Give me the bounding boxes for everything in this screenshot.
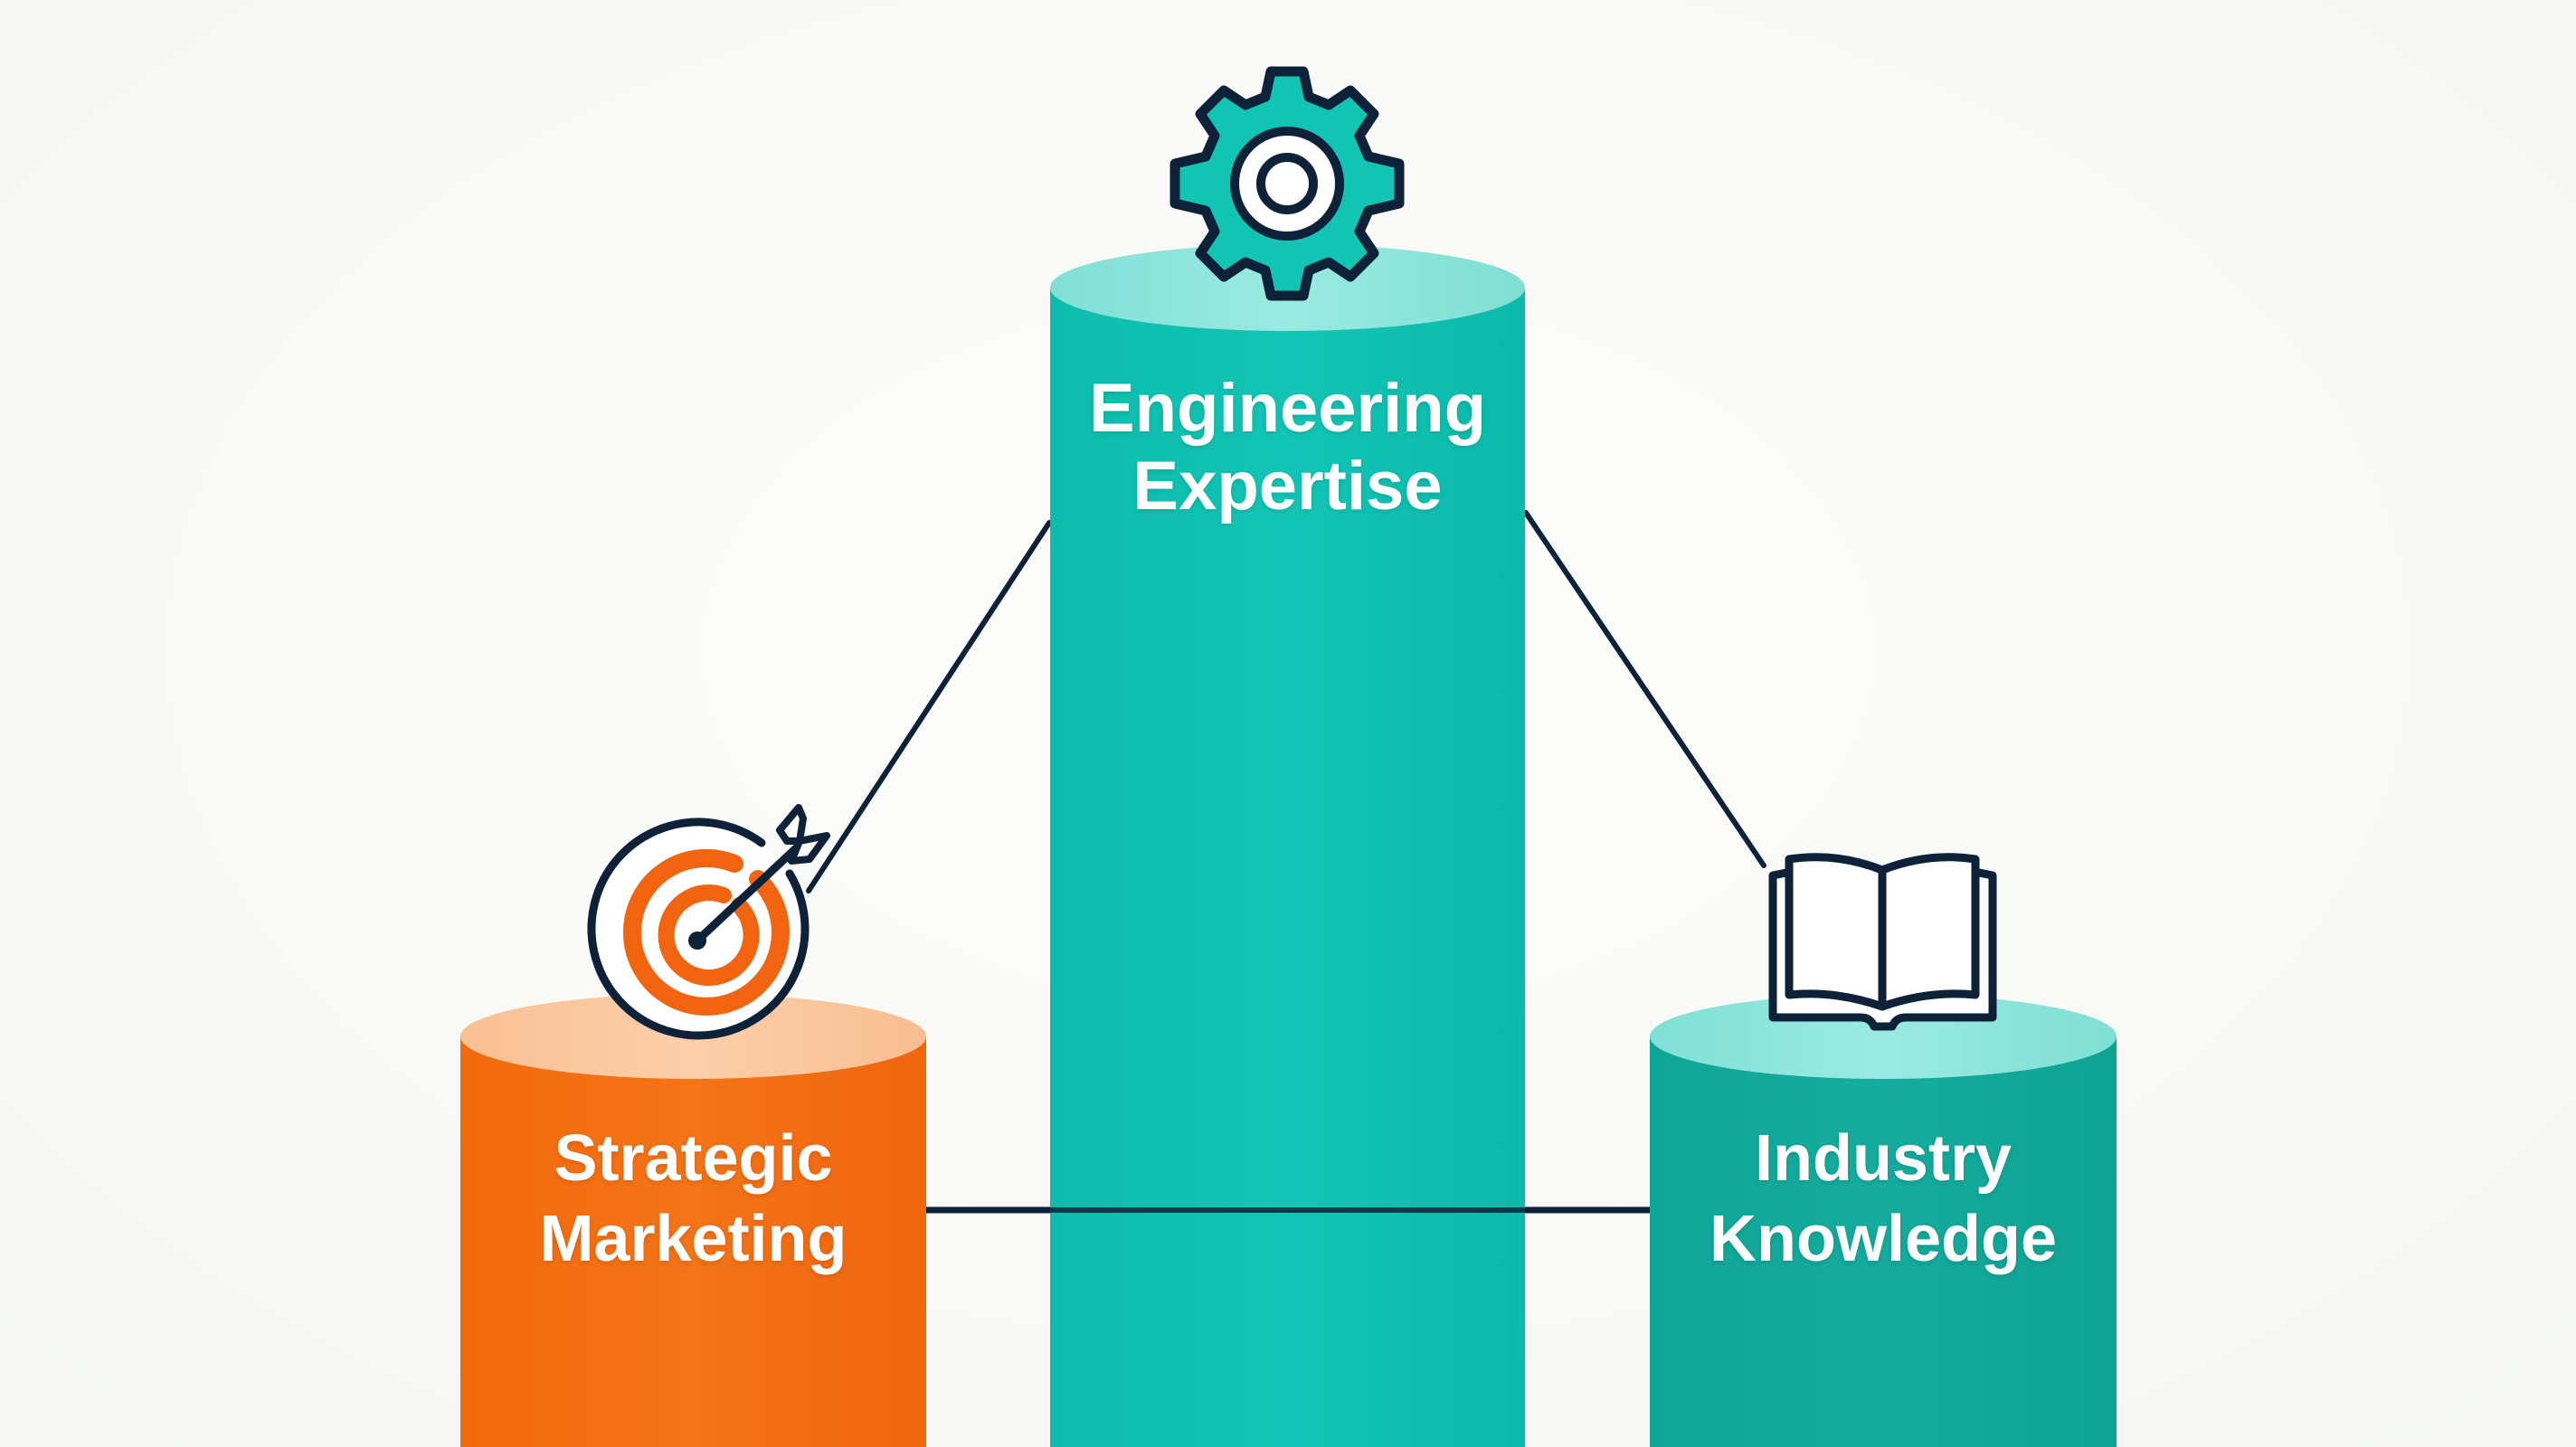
label-line: Knowledge xyxy=(1709,1203,2057,1275)
label-line: Industry xyxy=(1754,1122,2012,1195)
target-icon xyxy=(587,804,830,1040)
label-line: Expertise xyxy=(1132,448,1443,525)
label-line: Strategic xyxy=(554,1122,833,1195)
label-line: Marketing xyxy=(539,1203,848,1275)
pillar-label-engineering: Engineering Expertise xyxy=(1050,370,1525,525)
connector-engineering-marketing xyxy=(806,520,1052,894)
label-line: Engineering xyxy=(1088,370,1487,447)
pillar-label-industry: Industry Knowledge xyxy=(1650,1119,2117,1280)
gear-icon xyxy=(1170,66,1405,301)
pillar-engineering xyxy=(1050,244,1525,1447)
connector-engineering-industry xyxy=(1523,510,1766,868)
pillar-industry xyxy=(1650,994,2117,1447)
book-icon xyxy=(1768,853,1997,1031)
pillar-label-marketing: Strategic Marketing xyxy=(460,1119,926,1280)
